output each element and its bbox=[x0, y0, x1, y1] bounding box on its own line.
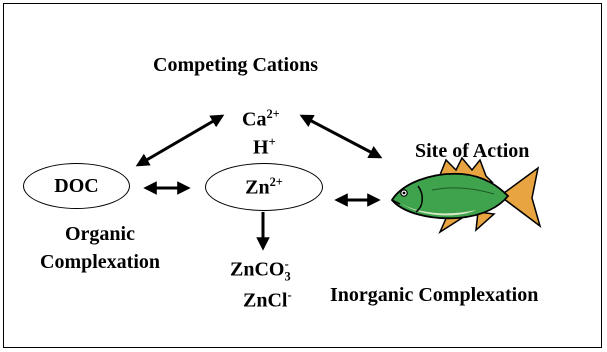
zinc-chloride: ZnCl- bbox=[243, 288, 292, 312]
organic-caption-line2: Complexation bbox=[40, 251, 160, 273]
site-of-action-label: Site of Action bbox=[415, 140, 530, 162]
organic-caption-line1: Organic bbox=[65, 223, 135, 245]
diagram-frame bbox=[3, 3, 602, 348]
hydrogen-ion: H+ bbox=[253, 135, 276, 159]
calcium-ion: Ca2+ bbox=[242, 107, 280, 131]
competing-cations-title: Competing Cations bbox=[153, 54, 319, 76]
organic-complexation-caption: Organic Complexation bbox=[30, 220, 170, 276]
inorganic-complexation-caption: Inorganic Complexation bbox=[330, 284, 539, 306]
zinc-ion-ellipse: Zn2+ bbox=[205, 163, 323, 211]
doc-label: DOC bbox=[54, 174, 99, 197]
fish-icon bbox=[390, 156, 542, 234]
zinc-carbonate: ZnCO3- bbox=[230, 257, 291, 284]
doc-cation-arrow bbox=[135, 114, 225, 167]
cation-site-arrow bbox=[299, 114, 383, 159]
zinc-ion-label: Zn2+ bbox=[245, 174, 283, 199]
doc-ellipse: DOC bbox=[23, 163, 130, 209]
